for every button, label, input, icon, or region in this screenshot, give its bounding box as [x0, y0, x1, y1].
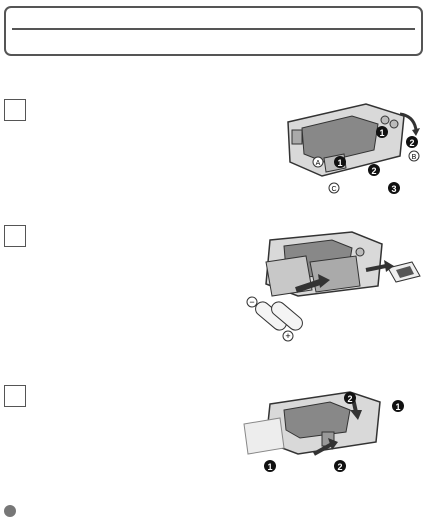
step-box-1 [4, 99, 26, 121]
callout-c: C [328, 182, 340, 194]
camera-illustration [287, 103, 405, 177]
figure-insert-battery-card: − + [246, 231, 421, 342]
svg-text:2: 2 [347, 394, 352, 404]
step-box-2 [4, 225, 26, 247]
svg-text:2: 2 [409, 138, 414, 148]
figure-close-door: 2 1 1 2 [243, 391, 404, 472]
svg-text:1: 1 [337, 158, 342, 168]
memory-card-illustration [387, 261, 421, 283]
svg-text:3: 3 [391, 184, 396, 194]
svg-text:1: 1 [395, 402, 400, 412]
figure-open-door: A B C 1 2 1 2 3 [287, 103, 420, 194]
callout-1-top: 1 [376, 126, 388, 138]
svg-text:B: B [412, 154, 417, 161]
callout-2-top: 2 [406, 136, 418, 148]
minus-callout: − [246, 296, 258, 308]
svg-text:1: 1 [379, 128, 384, 138]
callout-1-bottom: 1 [264, 460, 276, 472]
arrow-icon [295, 279, 321, 293]
svg-text:A: A [316, 160, 321, 167]
battery-illustration [255, 301, 303, 331]
svg-text:C: C [331, 186, 336, 193]
plus-callout: + [282, 330, 294, 342]
callout-a: A [312, 156, 324, 168]
svg-text:+: + [285, 331, 290, 341]
camera-illustration [265, 391, 381, 455]
svg-text:−: − [249, 297, 254, 307]
callout-1-right: 1 [392, 400, 404, 412]
svg-text:1: 1 [267, 462, 272, 472]
svg-text:2: 2 [337, 462, 342, 472]
svg-text:2: 2 [371, 166, 376, 176]
callout-b: B [408, 150, 420, 162]
step-box-3 [4, 385, 26, 407]
callout-2-bottom: 2 [368, 164, 380, 176]
arrow-icon [399, 112, 418, 131]
title-divider [12, 28, 415, 30]
bullet-dot [4, 505, 16, 517]
arrow-icon [313, 442, 333, 456]
callout-3: 3 [388, 182, 400, 194]
callout-2-bottom: 2 [334, 460, 346, 472]
arrow-icon [365, 264, 387, 272]
camera-illustration [265, 231, 383, 297]
callout-2-top: 2 [344, 392, 356, 404]
title-box [4, 6, 423, 56]
open-door-illustration [243, 417, 285, 455]
callout-1-bottom: 1 [334, 156, 346, 168]
